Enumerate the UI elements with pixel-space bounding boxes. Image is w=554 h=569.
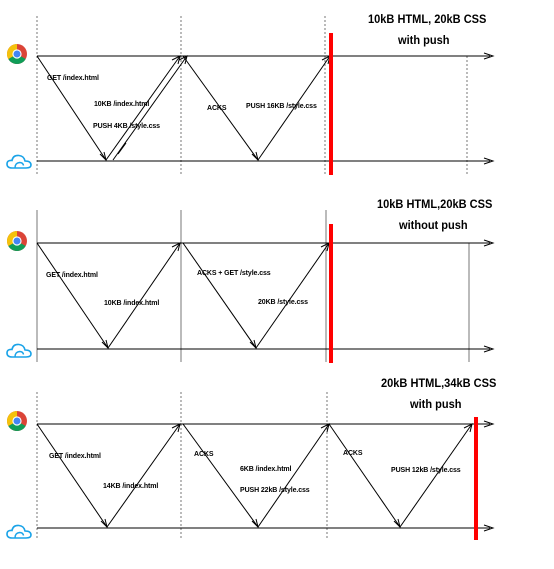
page-load-marker xyxy=(474,417,478,540)
push-arrow xyxy=(257,55,331,161)
request-arrow xyxy=(36,242,109,349)
panel-1-title-line2: with push xyxy=(398,33,450,47)
timeline-arrowhead xyxy=(483,157,495,165)
ack-arrow xyxy=(182,55,259,161)
ack-arrow xyxy=(328,423,401,528)
chrome-icon xyxy=(7,231,27,251)
timeline-arrowhead xyxy=(483,524,495,532)
response-arrow xyxy=(106,423,181,528)
arrowhead xyxy=(171,423,181,433)
label-css-size: 20KB /style.css xyxy=(258,299,308,306)
label-acks: ACKS xyxy=(207,105,227,112)
ack-arrow xyxy=(182,242,257,349)
label-acks-2: ACKS xyxy=(343,450,363,457)
cloud-icon xyxy=(6,343,32,358)
timeline-arrowhead xyxy=(483,345,495,353)
response-arrow xyxy=(255,242,330,349)
timeline-arrowhead xyxy=(483,52,495,60)
cloud-icon xyxy=(6,154,32,169)
push-arrow-short xyxy=(117,142,127,155)
ack-arrow xyxy=(182,423,259,528)
timeline-arrowhead xyxy=(483,420,495,428)
panel-1-title-line1: 10kB HTML, 20kB CSS xyxy=(368,12,487,26)
push-arrow xyxy=(257,423,330,528)
label-html-size: 14KB /index.html xyxy=(103,483,159,490)
page-load-marker xyxy=(329,224,333,363)
chrome-icon xyxy=(7,411,27,431)
panel-2-sequence xyxy=(36,210,495,363)
label-acks-get-css: ACKS + GET /style.css xyxy=(197,270,271,277)
panel-2-title-line2: without push xyxy=(399,218,468,232)
arrowhead xyxy=(171,55,181,65)
label-acks-1: ACKS xyxy=(194,451,214,458)
label-get-index: GET /index.html xyxy=(46,272,98,279)
request-arrow xyxy=(36,423,108,528)
cloud-icon xyxy=(6,524,32,539)
panel-2-title-line1: 10kB HTML,20kB CSS xyxy=(377,197,493,211)
label-get-index: GET /index.html xyxy=(49,453,101,460)
arrowhead xyxy=(463,423,473,433)
panel-3-title-line2: with push xyxy=(410,397,462,411)
arrowhead xyxy=(178,55,188,65)
label-html-size-2: 6KB /index.html xyxy=(240,466,292,473)
panel-3-sequence xyxy=(36,392,495,540)
page-load-marker xyxy=(329,33,333,175)
push-arrow xyxy=(399,423,473,528)
panel-3-title-line1: 20kB HTML,34kB CSS xyxy=(381,376,497,390)
label-html-size: 10KB /index.html xyxy=(94,101,150,108)
label-push-css: PUSH 4KB /style.css xyxy=(93,123,160,130)
label-get-index: GET /index.html xyxy=(47,75,99,82)
request-arrow xyxy=(36,55,107,161)
arrowhead xyxy=(171,242,181,252)
label-push-css-2: PUSH 12kB /style.css xyxy=(391,467,461,474)
response-arrow xyxy=(105,55,181,161)
label-push-css-2: PUSH 16KB /style.css xyxy=(246,103,317,110)
label-push-css-1: PUSH 22kB /style.css xyxy=(240,487,310,494)
response-arrow xyxy=(107,242,181,349)
label-html-size: 10KB /index.html xyxy=(104,300,160,307)
chrome-icon xyxy=(7,44,27,64)
panel-1-sequence xyxy=(36,16,495,176)
push-arrow xyxy=(112,55,188,161)
timeline-arrowhead xyxy=(483,239,495,247)
